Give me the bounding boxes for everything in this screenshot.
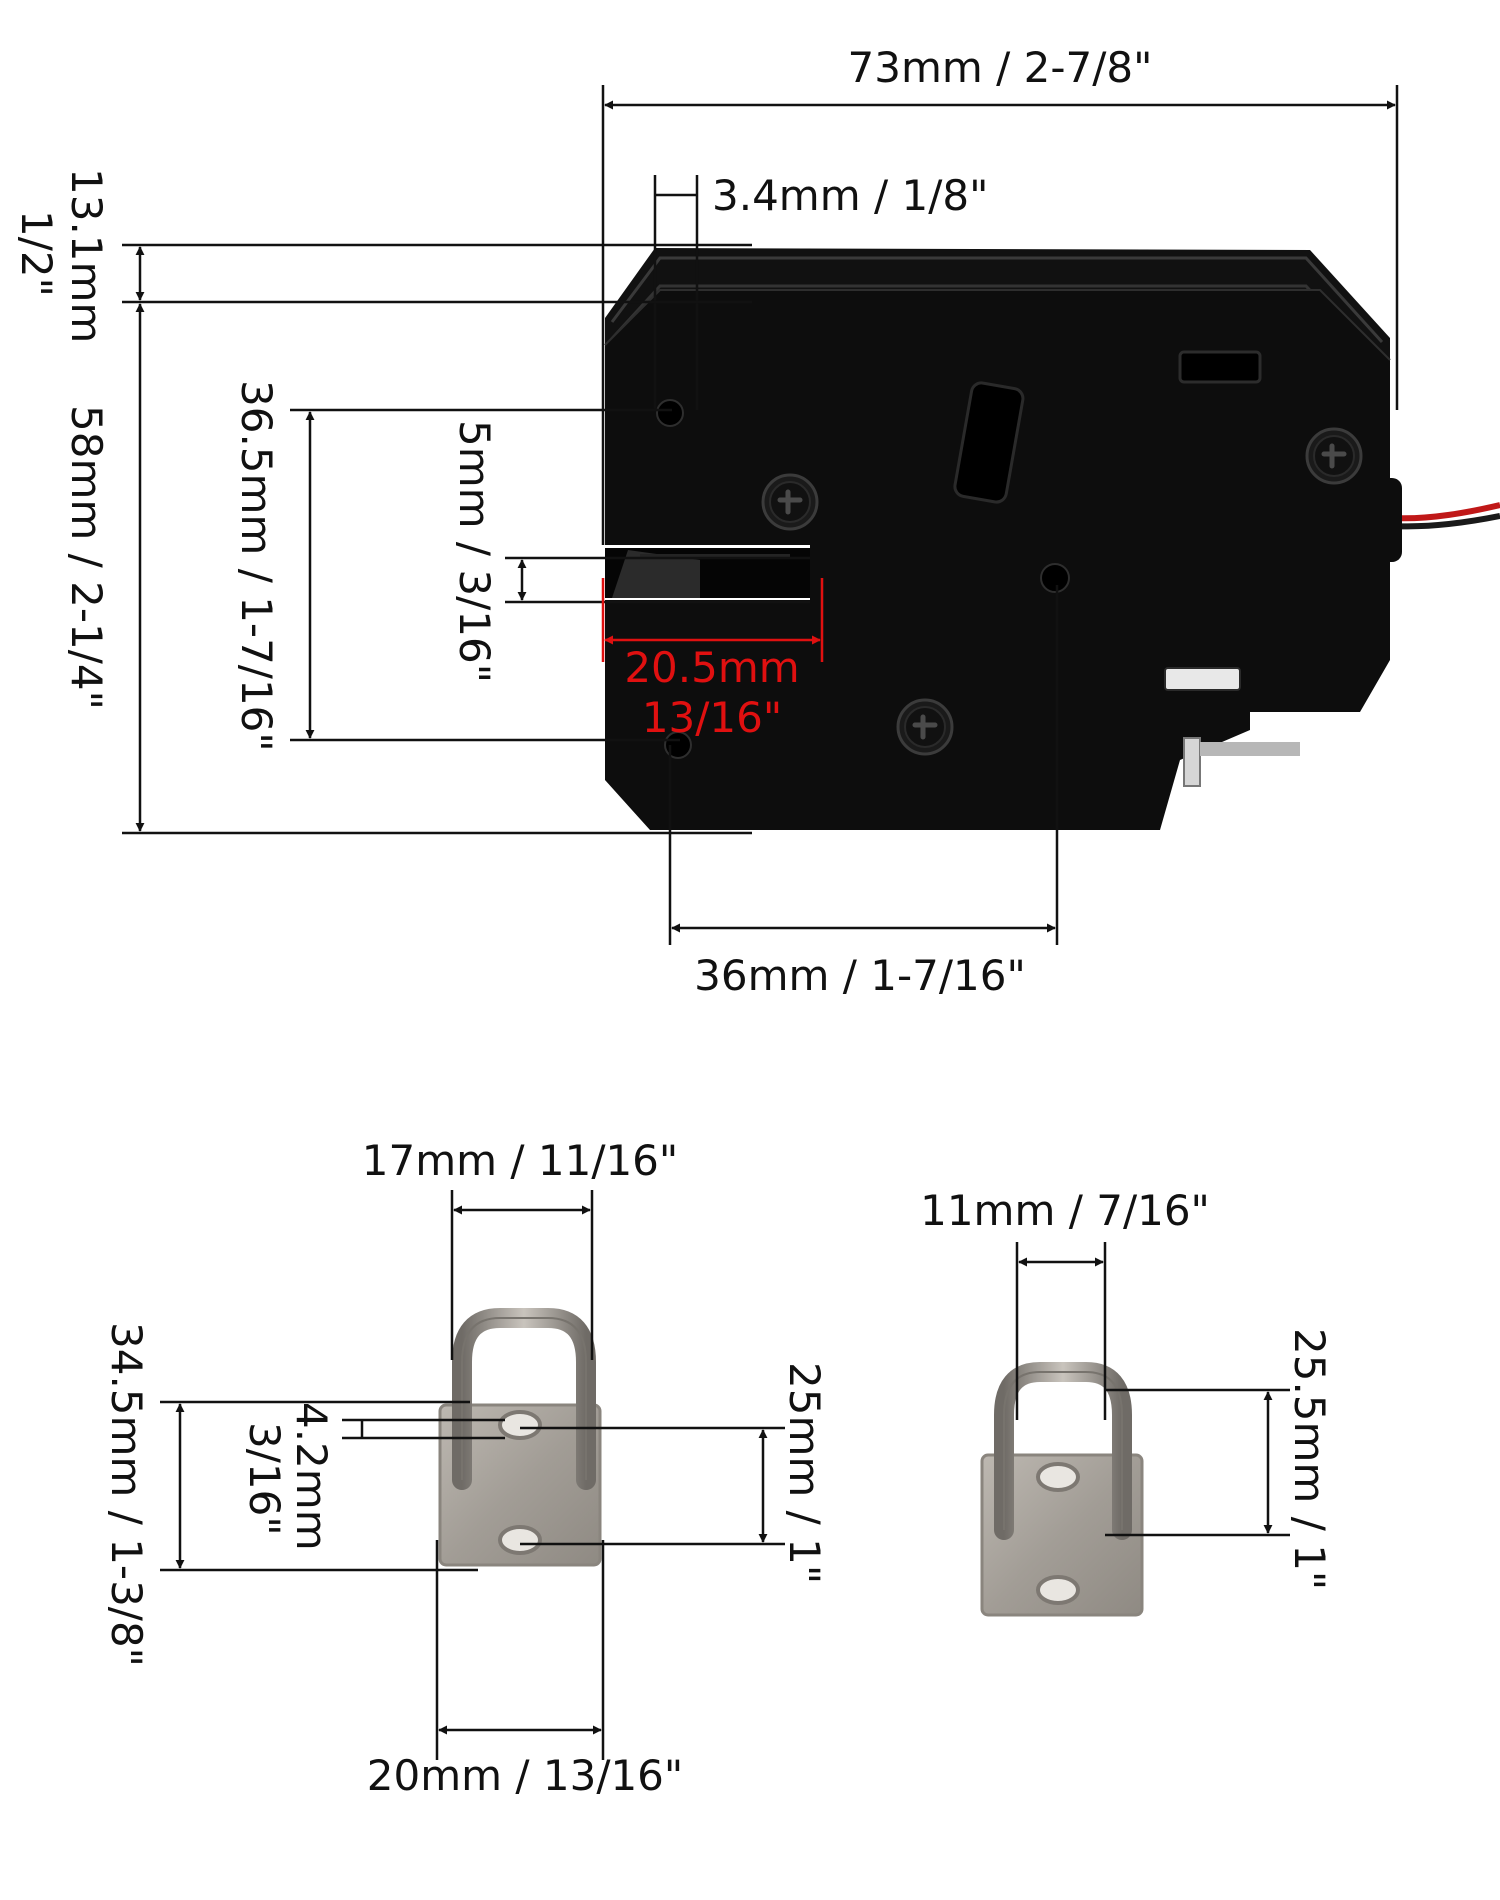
- label-staple1-hole-in: 3/16": [240, 1422, 289, 1536]
- phillips-screw-icon: [1307, 429, 1361, 483]
- wire-icon: [1380, 478, 1500, 562]
- latch-bolt-icon: [605, 548, 810, 598]
- label-slot-offset: 3.4mm / 1/8": [712, 171, 988, 220]
- dimension-staple1-plate-width: 20mm / 13/16": [367, 1540, 683, 1800]
- dimension-latch-gap: 5mm / 3/16": [450, 420, 810, 683]
- label-top-step-mm: 13.1mm: [62, 168, 111, 343]
- phillips-screw-icon: [763, 475, 817, 529]
- lock-body: [604, 248, 1500, 830]
- label-latch-depth-mm: 20.5mm: [624, 643, 799, 692]
- dimension-overall-width: 73mm / 2-7/8": [601, 43, 1399, 545]
- label-staple1-plate-width: 20mm / 13/16": [367, 1751, 683, 1800]
- label-staple1-width: 17mm / 11/16": [362, 1136, 678, 1185]
- label-hole-spacing: 36.5mm / 1-7/16": [232, 380, 281, 752]
- dimension-staple1-width: 17mm / 11/16": [362, 1136, 678, 1360]
- label-overall-width: 73mm / 2-7/8": [848, 43, 1153, 92]
- dimension-staple2-height: 25.5mm / 1": [1105, 1328, 1334, 1590]
- label-overall-height: 58mm / 2-1/4": [62, 405, 111, 710]
- dimension-hole-spacing: 36.5mm / 1-7/16": [232, 380, 680, 752]
- dimension-slot-offset: 3.4mm / 1/8": [653, 171, 988, 410]
- label-top-step-in: 1/2": [12, 210, 61, 297]
- phillips-screw-icon: [898, 700, 952, 754]
- dimension-staple1-hole-spacing: 25mm / 1": [520, 1362, 829, 1584]
- dimension-staple2-width: 11mm / 7/16": [920, 1186, 1210, 1420]
- dimension-top-step: 13.1mm 1/2": [12, 168, 752, 343]
- label-staple1-hole-mm: 4.2mm: [287, 1402, 336, 1551]
- label-hole-to-center: 36mm / 1-7/16": [694, 951, 1026, 1000]
- label-staple2-width: 11mm / 7/16": [920, 1186, 1210, 1235]
- label-latch-gap: 5mm / 3/16": [450, 420, 499, 683]
- label-staple1-height: 34.5mm / 1-3/8": [102, 1322, 151, 1667]
- staple-plate-large: [438, 1308, 602, 1567]
- dimension-hole-to-center: 36mm / 1-7/16": [668, 585, 1059, 1000]
- dimension-latch-depth: 20.5mm 13/16": [601, 578, 824, 742]
- label-staple2-height: 25.5mm / 1": [1285, 1328, 1334, 1590]
- label-latch-depth-in: 13/16": [642, 693, 782, 742]
- dimension-staple1-hole: 4.2mm 3/16": [240, 1402, 505, 1551]
- label-staple1-hole-spacing: 25mm / 1": [780, 1362, 829, 1584]
- staple-plate-small: [980, 1362, 1144, 1617]
- dimension-overall-height: 58mm / 2-1/4": [62, 303, 752, 835]
- dimension-staple1-height: 34.5mm / 1-3/8": [102, 1322, 478, 1667]
